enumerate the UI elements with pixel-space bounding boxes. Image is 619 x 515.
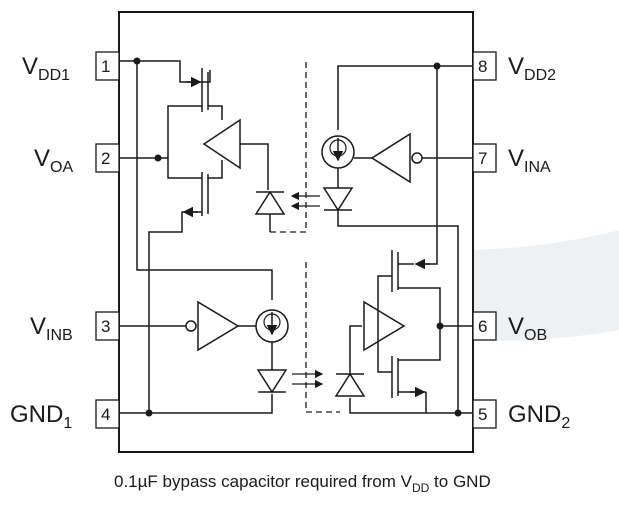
- bypass-caption: 0.1µF bypass capacitor required from VDD…: [114, 472, 491, 495]
- bypass-caption-prefix: 0.1µF bypass capacitor required from V: [114, 472, 413, 491]
- pin-label-gnd2-sub: 2: [561, 415, 570, 432]
- pin-label-vdd2-main: V: [508, 53, 524, 80]
- pin-label-vina: VINA: [508, 145, 551, 176]
- pin-label-vina-sub: INA: [524, 159, 551, 176]
- isolation-barrier-lower: [305, 262, 340, 413]
- pin-label-vdd1-main: V: [22, 53, 38, 80]
- pmos-a-source: [208, 105, 223, 120]
- pin-number-6: 6: [478, 317, 487, 336]
- inverter-b-bubble: [185, 320, 197, 332]
- bypass-caption-suffix: to GND: [429, 472, 490, 491]
- pin-label-voa-sub: OA: [50, 159, 73, 176]
- wire-photodiode-b: [349, 325, 362, 374]
- node-vdd2: [433, 62, 441, 70]
- node-vob: [436, 322, 444, 330]
- pin-label-gnd1-main: GND: [10, 401, 63, 428]
- bypass-caption-sub: DD: [412, 481, 430, 495]
- pin-label-gnd1: GND1: [10, 401, 72, 432]
- pin-number-7: 7: [478, 149, 487, 168]
- node-gnd1: [145, 409, 153, 417]
- pmos-b-gate: [377, 275, 392, 373]
- pin-number-8: 8: [478, 57, 487, 76]
- pin-label-voa: VOA: [34, 145, 73, 176]
- wire-gnd1-rail: [119, 394, 273, 414]
- inverter-a-bubble: [411, 152, 423, 164]
- nmos-a-drain: [208, 160, 223, 179]
- pin-label-vinb-main: V: [30, 313, 46, 340]
- pin-number-1: 1: [101, 57, 110, 76]
- pin-label-vob-sub: OB: [524, 327, 547, 344]
- pin-label-vinb: VINB: [30, 313, 73, 344]
- pin-number-4: 4: [101, 405, 110, 424]
- isolation-barrier-upper: [270, 62, 307, 233]
- pin-label-vinb-sub: INB: [46, 327, 73, 344]
- pin-label-gnd2-main: GND: [508, 401, 561, 428]
- buffer-b: [197, 300, 240, 352]
- buffer-b-output: [363, 300, 406, 352]
- led-b: [256, 369, 288, 394]
- wire-voa: [119, 105, 202, 159]
- pin-number-3: 3: [101, 317, 110, 336]
- wire-vdd2-rail: [337, 65, 473, 130]
- wire-vdd1-drop: [136, 61, 273, 300]
- pin-box-1: [95, 51, 120, 81]
- node-vdd1: [133, 57, 141, 65]
- pin-label-voa-main: V: [34, 145, 50, 172]
- pin-label-vdd2-sub: DD2: [524, 67, 556, 84]
- node-voa: [154, 154, 162, 162]
- pin-number-5: 5: [478, 405, 487, 424]
- wire-voa-down: [167, 158, 202, 179]
- pin-label-vdd1-sub: DD1: [38, 67, 70, 84]
- pin-label-vdd1: VDD1: [22, 53, 70, 84]
- pin-label-vob-main: V: [508, 313, 524, 340]
- wire-led-a: [337, 210, 459, 413]
- pin-label-gnd2: GND2: [508, 401, 570, 432]
- pmos-a-drain: [202, 70, 211, 83]
- pin-label-gnd1-sub: 1: [63, 415, 72, 432]
- pin-box-5: [472, 399, 497, 429]
- buffer-a-input: [370, 132, 411, 184]
- node-gnd2: [454, 409, 462, 417]
- pin-label-vdd2: VDD2: [508, 53, 556, 84]
- photodiode-b: [334, 372, 366, 397]
- pin-label-vob: VOB: [508, 313, 547, 344]
- pin-number-2: 2: [101, 149, 110, 168]
- pin-box-4: [95, 399, 120, 429]
- pin-label-vina-main: V: [508, 145, 524, 172]
- led-a: [322, 187, 354, 212]
- wire-buffer-a-in: [240, 143, 269, 190]
- wire-gnd2-rail: [349, 398, 473, 414]
